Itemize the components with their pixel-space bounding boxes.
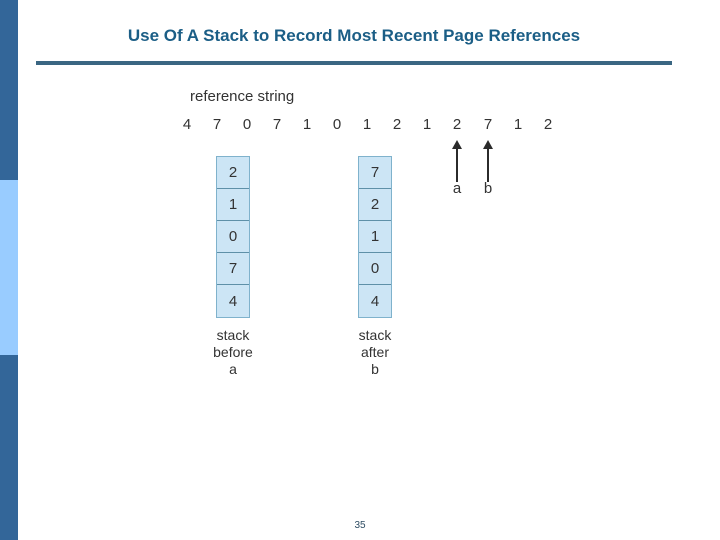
stack-cell: 4 [217, 285, 249, 317]
stack-cell: 0 [217, 221, 249, 253]
pointer-a-arrow-up-icon [450, 140, 464, 182]
caption-line: before [213, 344, 253, 360]
sidebar-segment-middle [0, 180, 18, 355]
page-number: 35 [354, 520, 366, 531]
stack-cell: 4 [359, 285, 391, 317]
arrow-head-icon [452, 140, 462, 149]
reference-digit: 7 [212, 116, 222, 133]
reference-digit: 1 [302, 116, 312, 133]
stack-cell: 2 [217, 157, 249, 189]
reference-digit: 0 [332, 116, 342, 133]
reference-digit: 2 [452, 116, 462, 133]
sidebar-segment-top [0, 0, 18, 180]
reference-digit: 2 [543, 116, 553, 133]
slide-sidebar-decoration [0, 0, 18, 540]
arrow-shaft [487, 146, 489, 182]
page-title: Use Of A Stack to Record Most Recent Pag… [127, 26, 581, 45]
sidebar-segment-bottom [0, 355, 18, 540]
reference-digit: 1 [362, 116, 372, 133]
pointer-b-label: b [483, 180, 493, 197]
caption-line: stack [216, 327, 250, 343]
reference-string-row: 4 7 0 7 1 0 1 2 1 2 7 1 2 [178, 116, 558, 138]
stack-cell: 1 [359, 221, 391, 253]
stack-after-b: 7 2 1 0 4 [358, 156, 392, 318]
reference-digit: 1 [513, 116, 523, 133]
stack-cell: 7 [359, 157, 391, 189]
reference-string-label: reference string [190, 88, 295, 105]
arrow-shaft [456, 146, 458, 182]
arrow-head-icon [483, 140, 493, 149]
reference-digit: 0 [242, 116, 252, 133]
stack-before-a-caption: stack before a [193, 327, 273, 378]
stack-before-a: 2 1 0 7 4 [216, 156, 250, 318]
pointer-b-arrow-up-icon [481, 140, 495, 182]
reference-digit: 1 [422, 116, 432, 133]
caption-line: stack [358, 327, 392, 343]
title-divider [36, 61, 672, 65]
reference-digit: 2 [392, 116, 402, 133]
reference-digit: 7 [483, 116, 493, 133]
caption-line: b [371, 361, 379, 377]
stack-cell: 2 [359, 189, 391, 221]
stack-cell: 7 [217, 253, 249, 285]
reference-digit: 7 [272, 116, 282, 133]
reference-digit: 4 [182, 116, 192, 133]
stack-cell: 0 [359, 253, 391, 285]
caption-line: after [360, 344, 389, 360]
pointer-a-label: a [452, 180, 462, 197]
stack-cell: 1 [217, 189, 249, 221]
stack-after-b-caption: stack after b [335, 327, 415, 378]
caption-line: a [229, 361, 237, 377]
